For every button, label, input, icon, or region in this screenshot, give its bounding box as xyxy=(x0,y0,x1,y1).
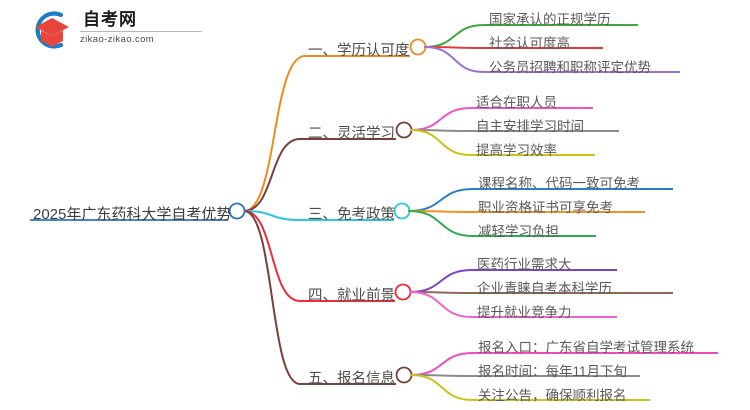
leaf-connector-4-3 xyxy=(409,291,473,318)
leaf-label-5-1[interactable]: 报名入口：广东省自学考试管理系统 xyxy=(478,340,694,355)
branch-node-2[interactable] xyxy=(395,121,413,139)
leaf-label-4-2[interactable]: 企业青睐自考本科学历 xyxy=(477,281,612,296)
leaf-connector-5-1 xyxy=(410,352,474,376)
branch-node-5[interactable] xyxy=(395,366,413,384)
logo-divider xyxy=(80,31,202,32)
site-logo: 自考网 zikao-zikao.com xyxy=(28,6,208,54)
branch-connector-2 xyxy=(243,138,301,212)
root-node[interactable] xyxy=(228,202,246,220)
leaf-connector-5-3 xyxy=(410,374,474,401)
leaf-label-3-3[interactable]: 减轻学习负担 xyxy=(478,224,559,239)
leaf-label-5-2[interactable]: 报名时间：每年11月下旬 xyxy=(478,364,628,379)
branch-node-3[interactable] xyxy=(393,202,411,220)
leaf-label-1-3[interactable]: 公务员招聘和职称评定优势 xyxy=(489,60,651,75)
branch-connector-1 xyxy=(243,55,306,212)
logo-domain: zikao-zikao.com xyxy=(80,34,155,45)
leaf-label-1-1[interactable]: 国家承认的正规学历 xyxy=(489,12,611,27)
branch-label-4[interactable]: 四、就业前景 xyxy=(308,288,395,304)
branch-connector-4 xyxy=(243,210,301,302)
leaf-connector-3-1 xyxy=(408,188,474,212)
branch-label-3[interactable]: 三、免考政策 xyxy=(308,207,395,223)
branch-node-1[interactable] xyxy=(409,38,427,56)
leaf-connector-2-3 xyxy=(410,129,472,156)
leaf-label-2-1[interactable]: 适合在职人员 xyxy=(476,95,557,110)
leaf-connector-1-1 xyxy=(424,24,485,48)
root-node-label[interactable]: 2025年广东药科大学自考优势 xyxy=(33,206,232,223)
leaf-label-3-1[interactable]: 课程名称、代码一致可免考 xyxy=(478,176,640,191)
branch-label-2[interactable]: 二、灵活学习 xyxy=(308,126,395,142)
leaf-connector-1-3 xyxy=(424,46,485,73)
leaf-label-4-3[interactable]: 提升就业竞争力 xyxy=(477,305,572,320)
branch-label-1[interactable]: 一、学历认可度 xyxy=(308,43,410,59)
leaf-label-5-3[interactable]: 关注公告，确保顺利报名 xyxy=(478,388,627,403)
leaf-connector-4-1 xyxy=(409,269,473,293)
leaf-connector-2-1 xyxy=(410,107,472,131)
leaf-label-4-1[interactable]: 医药行业需求大 xyxy=(477,257,572,272)
logo-title: 自考网 xyxy=(83,10,137,29)
graduation-cap-icon xyxy=(35,11,69,49)
branch-connector-3 xyxy=(243,210,301,221)
branch-connector-5 xyxy=(243,210,301,385)
leaf-label-2-3[interactable]: 提高学习效率 xyxy=(476,143,557,158)
leaf-label-3-2[interactable]: 职业资格证书可享免考 xyxy=(478,200,613,215)
leaf-label-1-2[interactable]: 社会认可度高 xyxy=(489,36,570,51)
branch-node-4[interactable] xyxy=(394,283,412,301)
leaf-label-2-2[interactable]: 自主安排学习时间 xyxy=(476,119,584,134)
leaf-connector-3-3 xyxy=(408,210,474,237)
branch-label-5[interactable]: 五、报名信息 xyxy=(308,371,395,387)
